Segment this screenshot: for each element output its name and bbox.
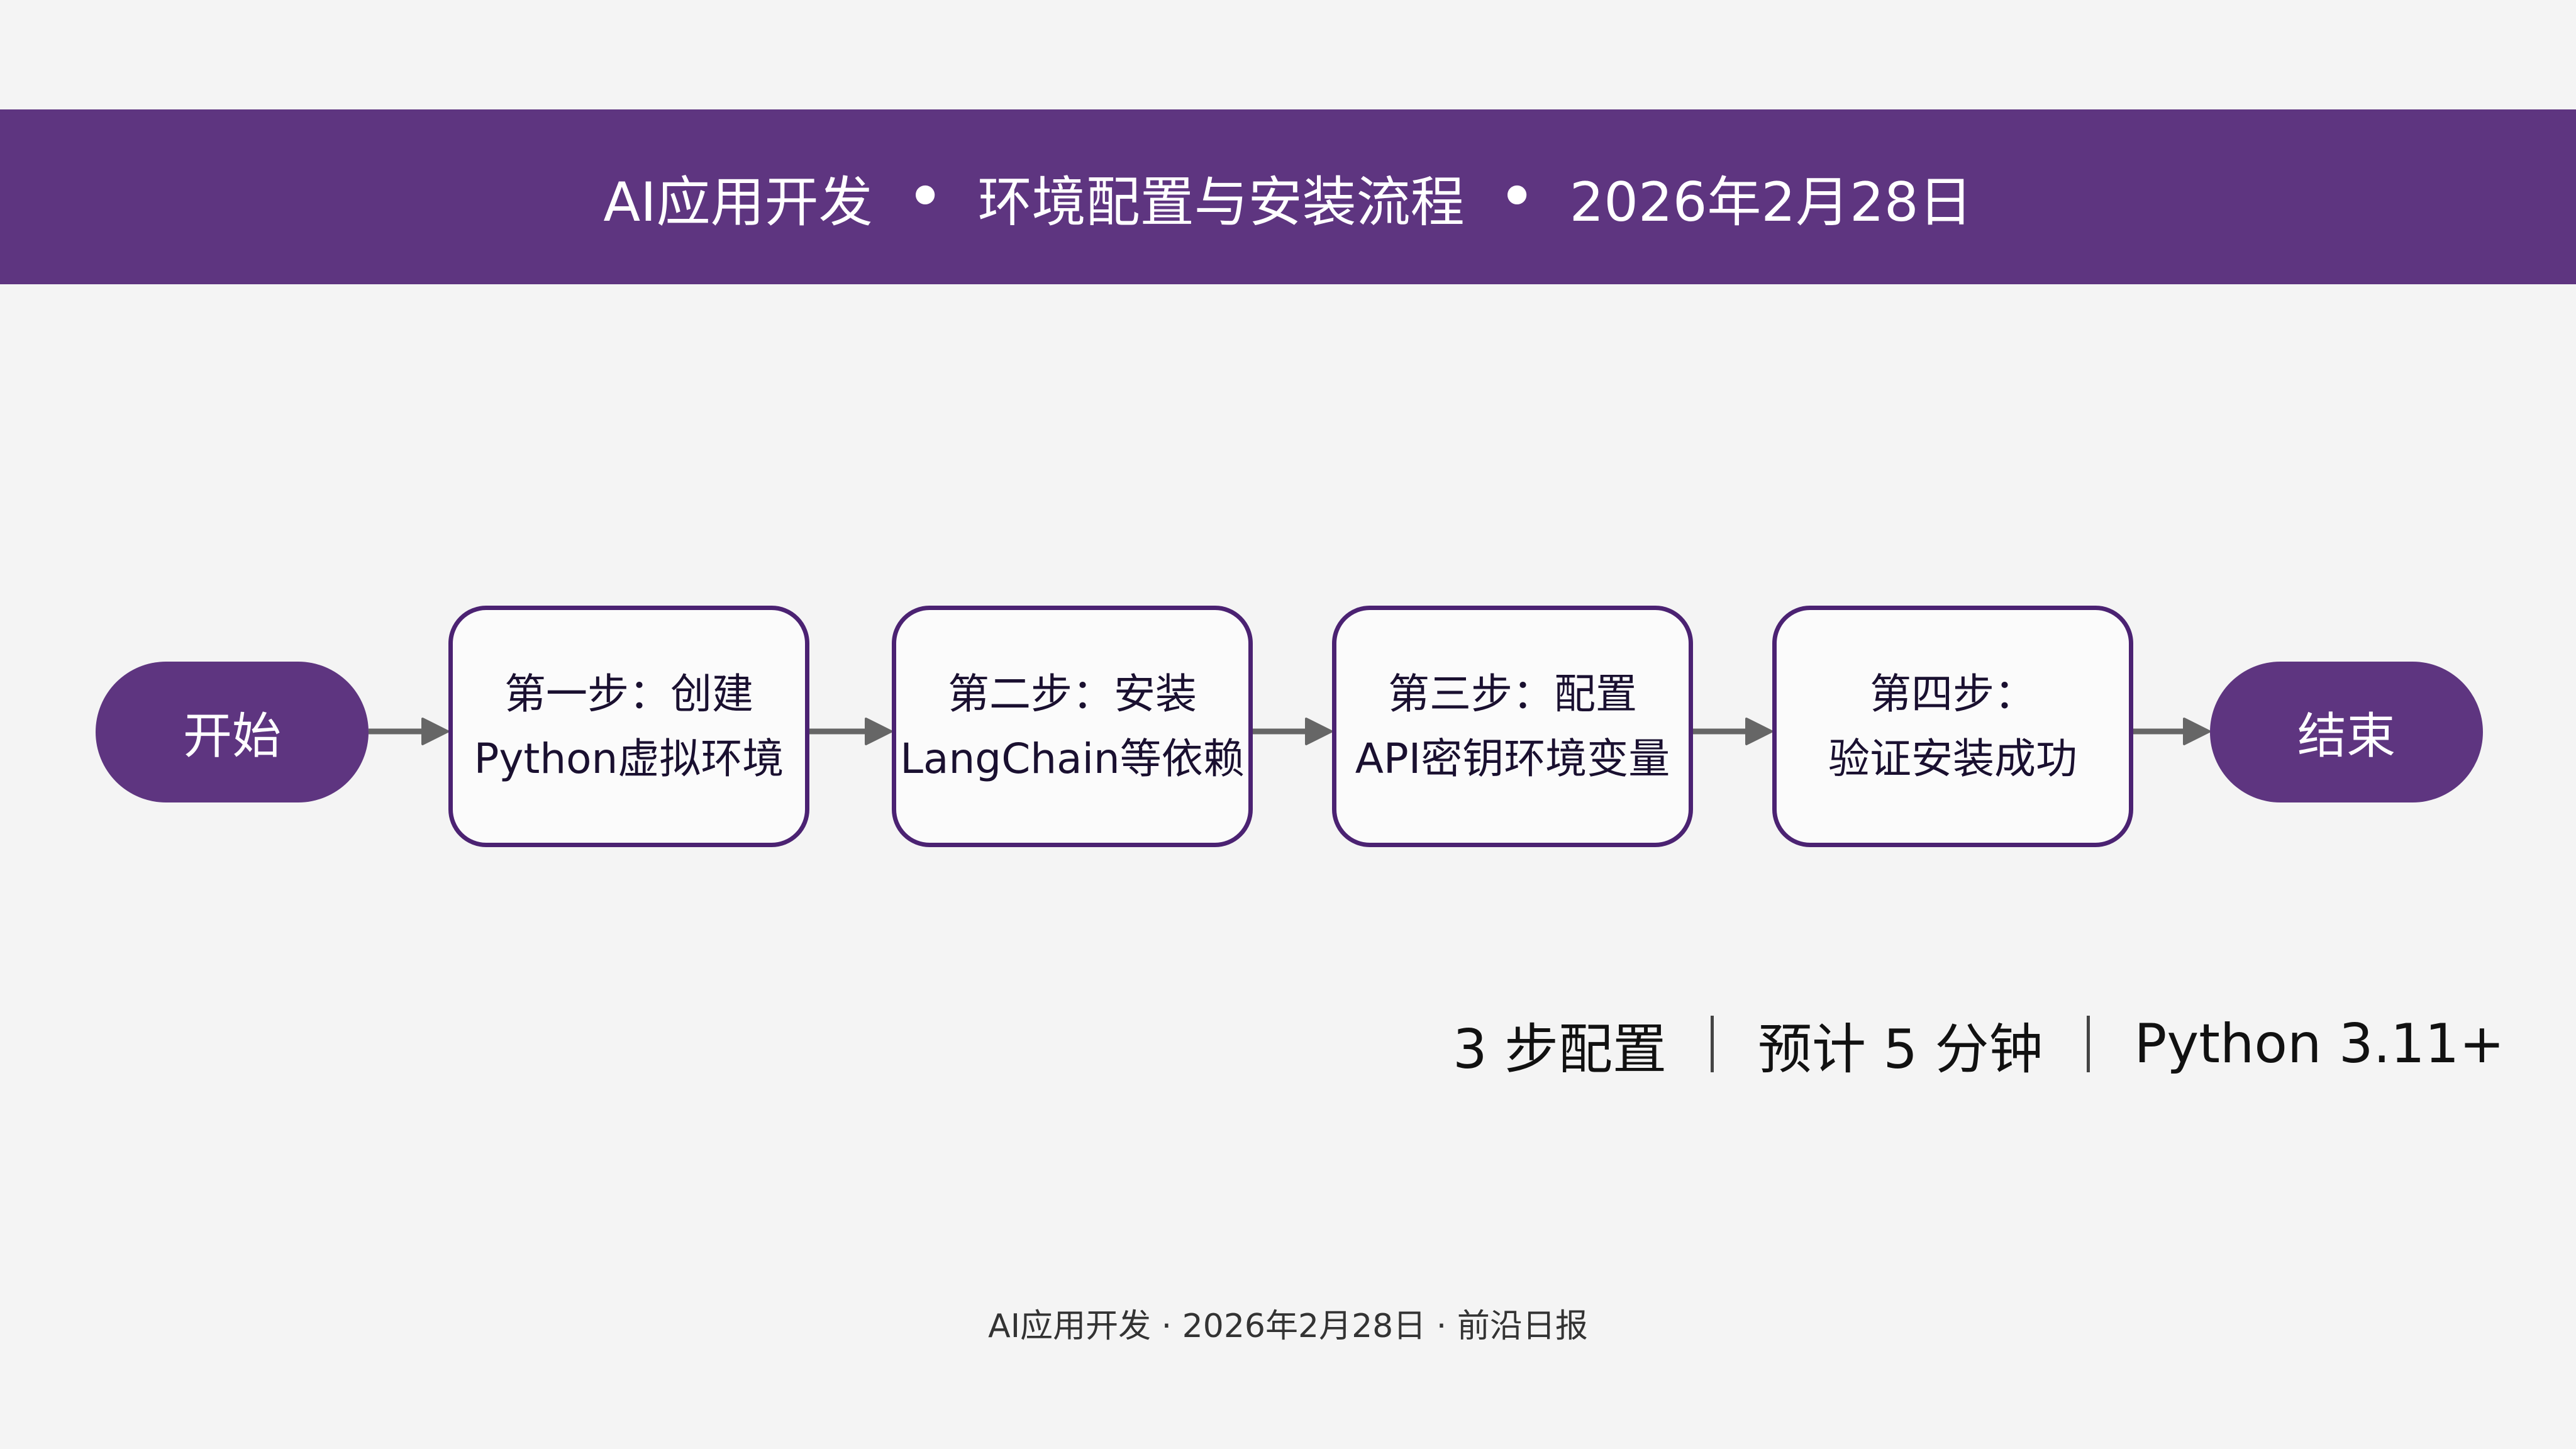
arrow-right-icon	[809, 718, 892, 745]
banner-separator-2: •	[1499, 165, 1535, 228]
banner-date: 2026年2月28日	[1569, 170, 1973, 234]
stat-divider	[2087, 1016, 2090, 1072]
end-label: 结束	[2297, 708, 2396, 765]
step-1-box: 第一步：创建 Python虚拟环境	[448, 606, 809, 847]
banner-topic: AI应用开发	[603, 170, 873, 234]
stat-python-version: Python 3.11+	[2134, 1013, 2505, 1075]
banner-title: 环境配置与安装流程	[977, 170, 1465, 234]
step-2-box: 第二步：安装 LangChain等依赖	[892, 606, 1253, 847]
step-2-detail: LangChain等依赖	[900, 735, 1245, 783]
arrow-right-icon	[2133, 718, 2210, 745]
step-2-title: 第二步：安装	[948, 670, 1197, 718]
arrow-right-icon	[1253, 718, 1332, 745]
step-1-detail: Python虚拟环境	[474, 735, 784, 783]
step-1-title: 第一步：创建	[504, 670, 753, 718]
stat-steps: 3 步配置	[1453, 1018, 1667, 1081]
step-4-title: 第四步：	[1870, 670, 2036, 718]
end-node: 结束	[2210, 662, 2483, 802]
summary-stats: 3 步配置 预计 5 分钟 Python 3.11+	[1453, 1013, 2505, 1081]
title-banner: AI应用开发 • 环境配置与安装流程 • 2026年2月28日	[0, 109, 2576, 284]
step-4-detail: 验证安装成功	[1828, 735, 2077, 783]
start-label: 开始	[182, 708, 281, 765]
start-node: 开始	[96, 662, 369, 802]
stat-divider	[1711, 1016, 1714, 1072]
step-3-detail: API密钥环境变量	[1355, 735, 1670, 783]
arrow-right-icon	[369, 718, 448, 745]
banner-separator-1: •	[908, 165, 943, 228]
stat-duration: 预计 5 分钟	[1758, 1018, 2043, 1081]
step-3-box: 第三步：配置 API密钥环境变量	[1332, 606, 1693, 847]
arrow-right-icon	[1693, 718, 1772, 745]
footer-caption: AI应用开发 · 2026年2月28日 · 前沿日报	[988, 1307, 1588, 1345]
step-3-title: 第三步：配置	[1388, 670, 1637, 718]
step-4-box: 第四步： 验证安装成功	[1772, 606, 2133, 847]
